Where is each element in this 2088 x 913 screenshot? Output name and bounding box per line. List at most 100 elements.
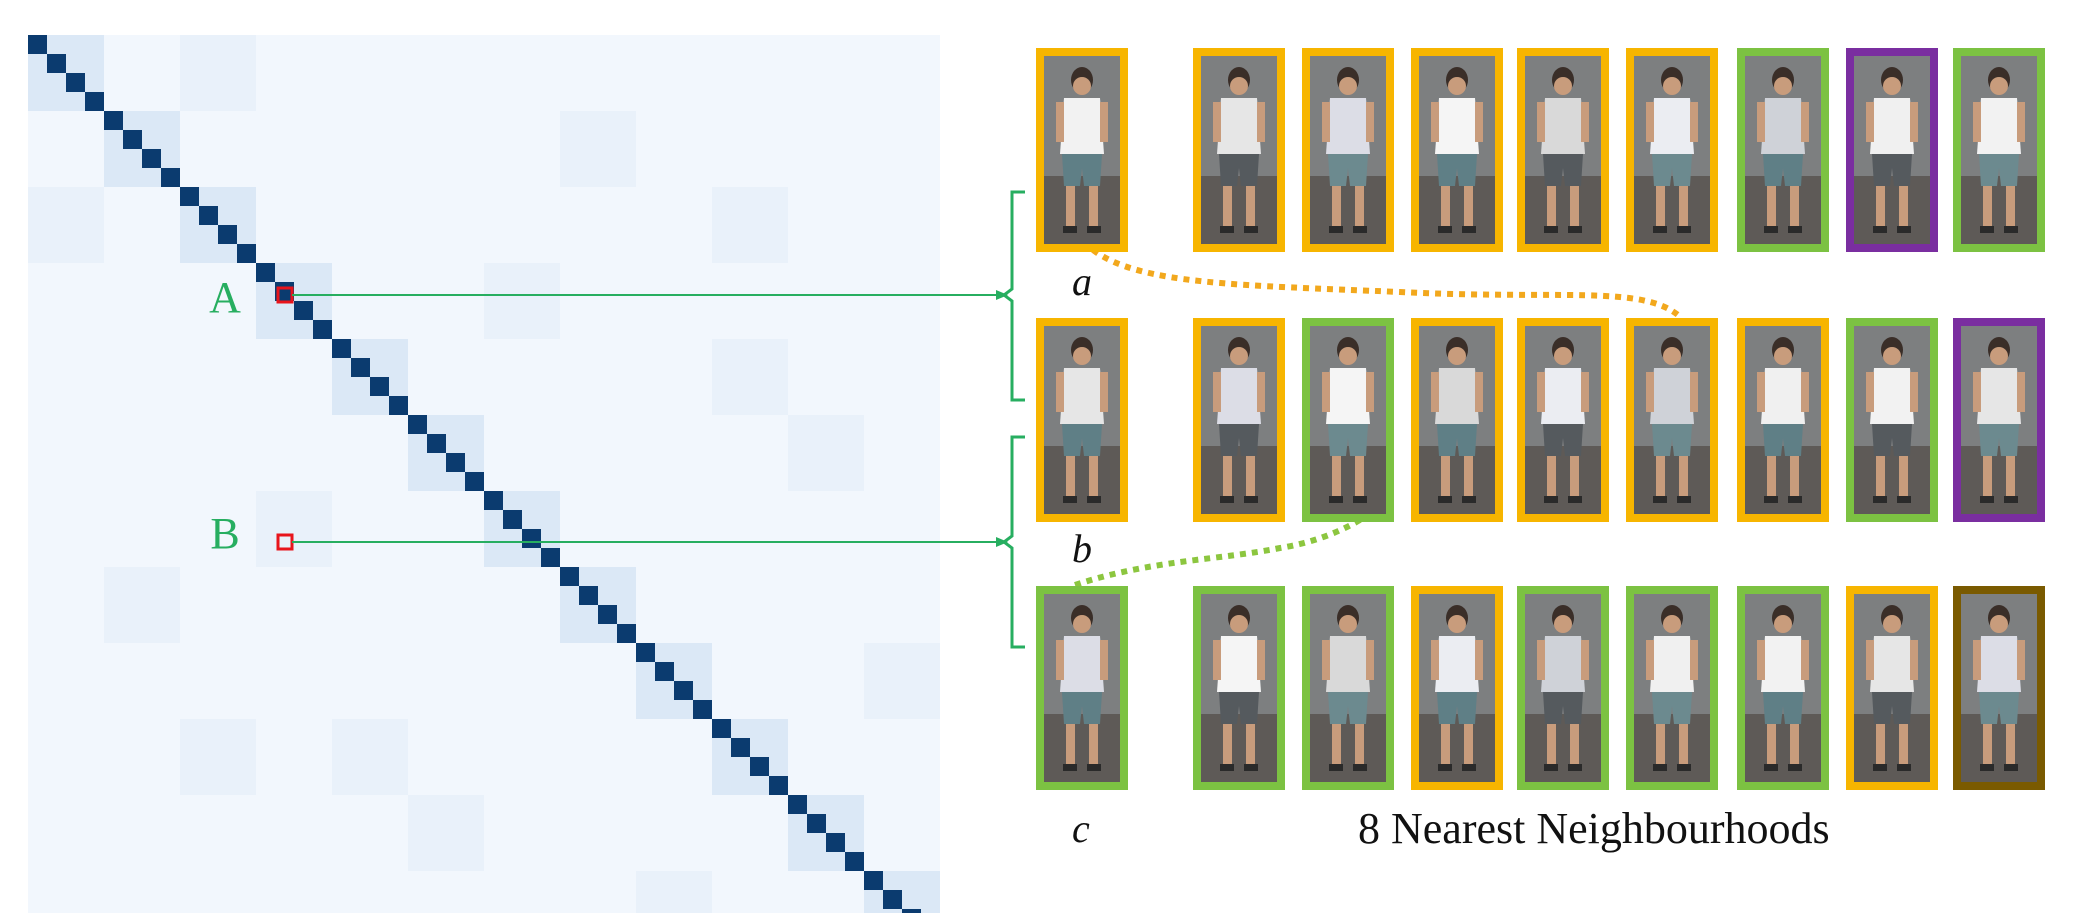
matrix-diagonal-cell	[864, 871, 883, 890]
matrix-diagonal-cell	[883, 890, 902, 909]
neighbor-thumbnail	[1626, 48, 1718, 252]
matrix-diagonal-cell	[294, 301, 313, 320]
matrix-diagonal-cell	[769, 776, 788, 795]
matrix-diagonal-cell	[161, 168, 180, 187]
matrix-diagonal-cell	[636, 643, 655, 662]
matrix-offdiag-block	[636, 871, 712, 913]
matrix-offdiag-block	[484, 263, 560, 339]
neighbor-thumbnail	[1846, 318, 1938, 522]
matrix-offdiag-block	[104, 567, 180, 643]
caption-8-nearest: 8 Nearest Neighbourhoods	[1358, 804, 1830, 853]
query-thumbnail	[1036, 48, 1128, 252]
matrix-diagonal-cell	[218, 225, 237, 244]
neighbor-thumbnail	[1411, 586, 1503, 790]
query-thumbnail	[1036, 318, 1128, 522]
matrix-offdiag-block	[28, 187, 104, 263]
matrix-diagonal-cell	[674, 681, 693, 700]
matrix-diagonal-cell	[731, 738, 750, 757]
matrix-diagonal-cell	[85, 92, 104, 111]
matrix-diagonal-cell	[845, 852, 864, 871]
query-thumbnail	[1036, 586, 1128, 790]
matrix-diagonal-cell	[104, 111, 123, 130]
matrix-offdiag-block	[712, 187, 788, 263]
matrix-diagonal-cell	[408, 415, 427, 434]
matrix-diagonal-cell	[902, 909, 921, 913]
matrix-offdiag-block	[560, 111, 636, 187]
dotted-link-orange	[1091, 247, 1680, 318]
matrix-diagonal-cell	[693, 700, 712, 719]
neighbor-thumbnail	[1302, 586, 1394, 790]
similarity-matrix	[28, 35, 940, 913]
matrix-diagonal-cell	[446, 453, 465, 472]
matrix-diagonal-cell	[313, 320, 332, 339]
matrix-diagonal-cell	[47, 54, 66, 73]
neighbor-thumbnail	[1737, 586, 1829, 790]
neighbor-thumbnail	[1302, 48, 1394, 252]
query-label-c: c	[1072, 806, 1090, 851]
matrix-diagonal-cell	[560, 567, 579, 586]
matrix-diagonal-cell	[123, 130, 142, 149]
connector-lines	[276, 286, 1008, 551]
neighbor-thumbnail	[1846, 586, 1938, 790]
neighbor-thumbnail	[1193, 318, 1285, 522]
neighbor-thumbnail	[1411, 48, 1503, 252]
neighbor-thumbnail	[1411, 318, 1503, 522]
neighbor-thumbnail	[1517, 318, 1609, 522]
neighbor-thumbnail	[1302, 318, 1394, 522]
marker-a-label: A	[209, 273, 241, 322]
matrix-diagonal-cell	[807, 814, 826, 833]
neighbor-thumbnail	[1737, 318, 1829, 522]
query-label-b: b	[1072, 526, 1092, 571]
matrix-diagonal-cell	[484, 491, 503, 510]
matrix-diagonal-cell	[655, 662, 674, 681]
matrix-offdiag-block	[180, 35, 256, 111]
matrix-offdiag-block	[788, 415, 864, 491]
neighbor-thumbnail	[1517, 586, 1609, 790]
matrix-diagonal-cell	[579, 586, 598, 605]
neighbor-thumbnail	[1626, 586, 1718, 790]
matrix-diagonal-cell	[237, 244, 256, 263]
matrix-diagonal-cell	[503, 510, 522, 529]
bracket-a-b	[1001, 190, 1025, 402]
bracket-b-c	[1001, 435, 1025, 649]
matrix-diagonal-cell	[427, 434, 446, 453]
matrix-diagonal-cell	[199, 206, 218, 225]
matrix-diagonal-cell	[66, 73, 85, 92]
matrix-diagonal-cell	[826, 833, 845, 852]
matrix-diagonal-cell	[541, 548, 560, 567]
neighbor-thumbnail	[1953, 318, 2045, 522]
row-brackets	[1001, 190, 1025, 649]
neighbor-thumbnail	[1953, 48, 2045, 252]
matrix-offdiag-block	[332, 719, 408, 795]
matrix-diagonal-cell	[598, 605, 617, 624]
matrix-diagonal-cell	[180, 187, 199, 206]
matrix-diagonal-cell	[617, 624, 636, 643]
dotted-link-green	[1074, 512, 1370, 588]
matrix-diagonal-cell	[256, 263, 275, 282]
query-label-a: a	[1072, 259, 1092, 304]
matrix-diagonal-cell	[351, 358, 370, 377]
matrix-offdiag-block	[864, 643, 940, 719]
matrix-diagonal-cell	[465, 472, 484, 491]
matrix-diagonal-cell	[750, 757, 769, 776]
matrix-diagonal-cell	[370, 377, 389, 396]
matrix-offdiag-block	[256, 491, 332, 567]
neighbor-thumbnail	[1626, 318, 1718, 522]
matrix-diagonal-cell	[522, 529, 541, 548]
neighbor-thumbnail	[1517, 48, 1609, 252]
matrix-diagonal-cell	[142, 149, 161, 168]
matrix-offdiag-block	[712, 339, 788, 415]
dotted-links	[1074, 247, 1680, 588]
matrix-diagonal-cell	[389, 396, 408, 415]
marker-b-label: B	[210, 509, 239, 558]
matrix-diagonal-cell	[712, 719, 731, 738]
neighbor-thumbnail	[1846, 48, 1938, 252]
neighbor-thumbnail	[1193, 586, 1285, 790]
matrix-offdiag-block	[408, 795, 484, 871]
neighbor-thumbnail	[1953, 586, 2045, 790]
neighbor-thumbnail	[1737, 48, 1829, 252]
matrix-offdiag-block	[180, 719, 256, 795]
neighbor-thumbnail	[1193, 48, 1285, 252]
matrix-diagonal-cell	[332, 339, 351, 358]
